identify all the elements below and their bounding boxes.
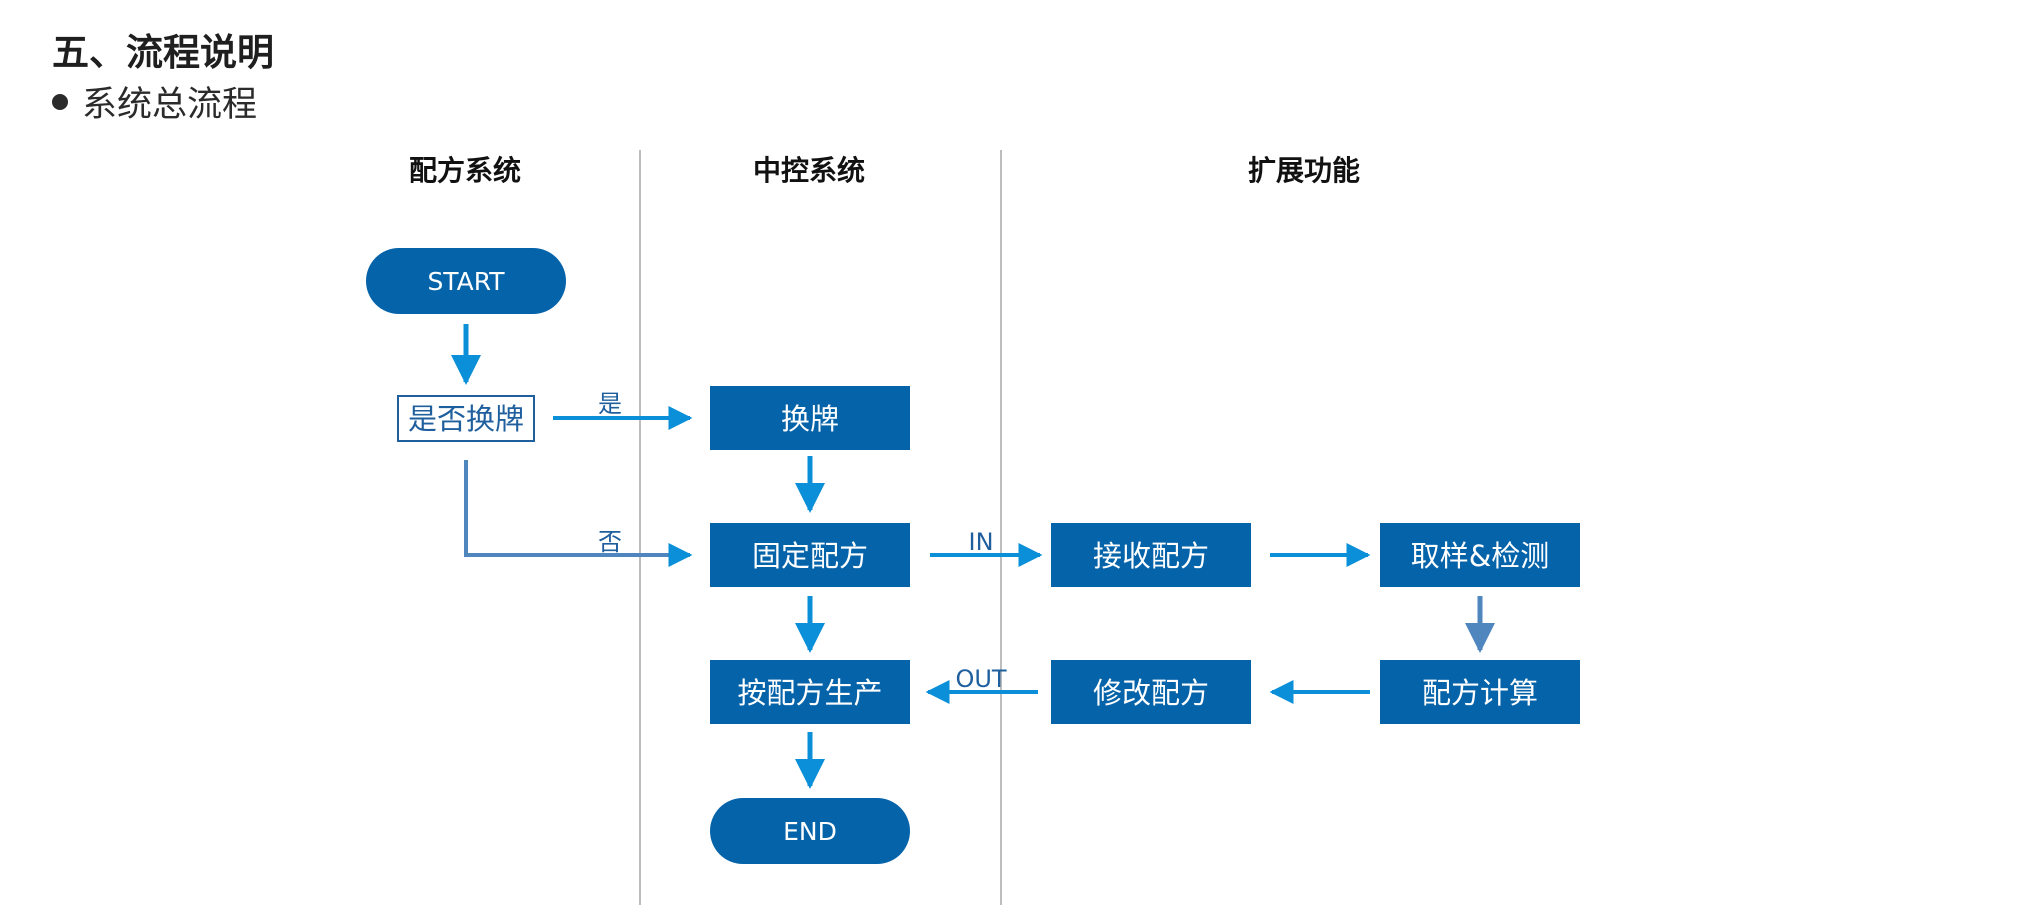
recipe-calculation-node bbox=[1380, 660, 1580, 724]
produce-node bbox=[710, 660, 910, 724]
fixed-recipe-node-label: 固定配方 bbox=[752, 539, 868, 573]
produce-node-label: 按配方生产 bbox=[737, 676, 882, 710]
change-brand-node-label: 换牌 bbox=[781, 402, 839, 436]
subtitle: 系统总流程 bbox=[82, 85, 258, 125]
change-brand-node bbox=[710, 386, 910, 450]
modify-recipe-node bbox=[1051, 660, 1251, 724]
edge-label-no: 否 bbox=[598, 528, 622, 556]
subtitle-line: 系统总流程 bbox=[52, 76, 257, 127]
lane-header-recipe-system: 配方系统 bbox=[409, 154, 521, 187]
edge-label-yes: 是 bbox=[598, 390, 622, 418]
receive-recipe-node bbox=[1051, 523, 1251, 587]
bullet-icon bbox=[52, 93, 68, 110]
lane-header-extension: 扩展功能 bbox=[1248, 154, 1360, 187]
end-node bbox=[710, 798, 910, 864]
end-node-label: END bbox=[783, 817, 837, 846]
receive-recipe-node-label: 接收配方 bbox=[1093, 539, 1209, 573]
start-node bbox=[366, 248, 566, 314]
fixed-recipe-node bbox=[710, 523, 910, 587]
modify-recipe-node-label: 修改配方 bbox=[1093, 676, 1209, 710]
edge-no bbox=[464, 460, 693, 567]
sampling-testing-node bbox=[1380, 523, 1580, 587]
sampling-testing-node-label: 取样&检测 bbox=[1411, 539, 1550, 573]
start-node-label: START bbox=[427, 267, 505, 296]
decision-node bbox=[397, 395, 535, 442]
decision-node-label: 是否换牌 bbox=[408, 402, 524, 436]
lane-header-central-control: 中控系统 bbox=[753, 154, 865, 187]
edge-label-out: OUT bbox=[955, 665, 1006, 693]
section-title: 五、流程说明 bbox=[52, 31, 274, 74]
edge-label-in: IN bbox=[968, 528, 993, 556]
recipe-calculation-node-label: 配方计算 bbox=[1422, 676, 1538, 710]
